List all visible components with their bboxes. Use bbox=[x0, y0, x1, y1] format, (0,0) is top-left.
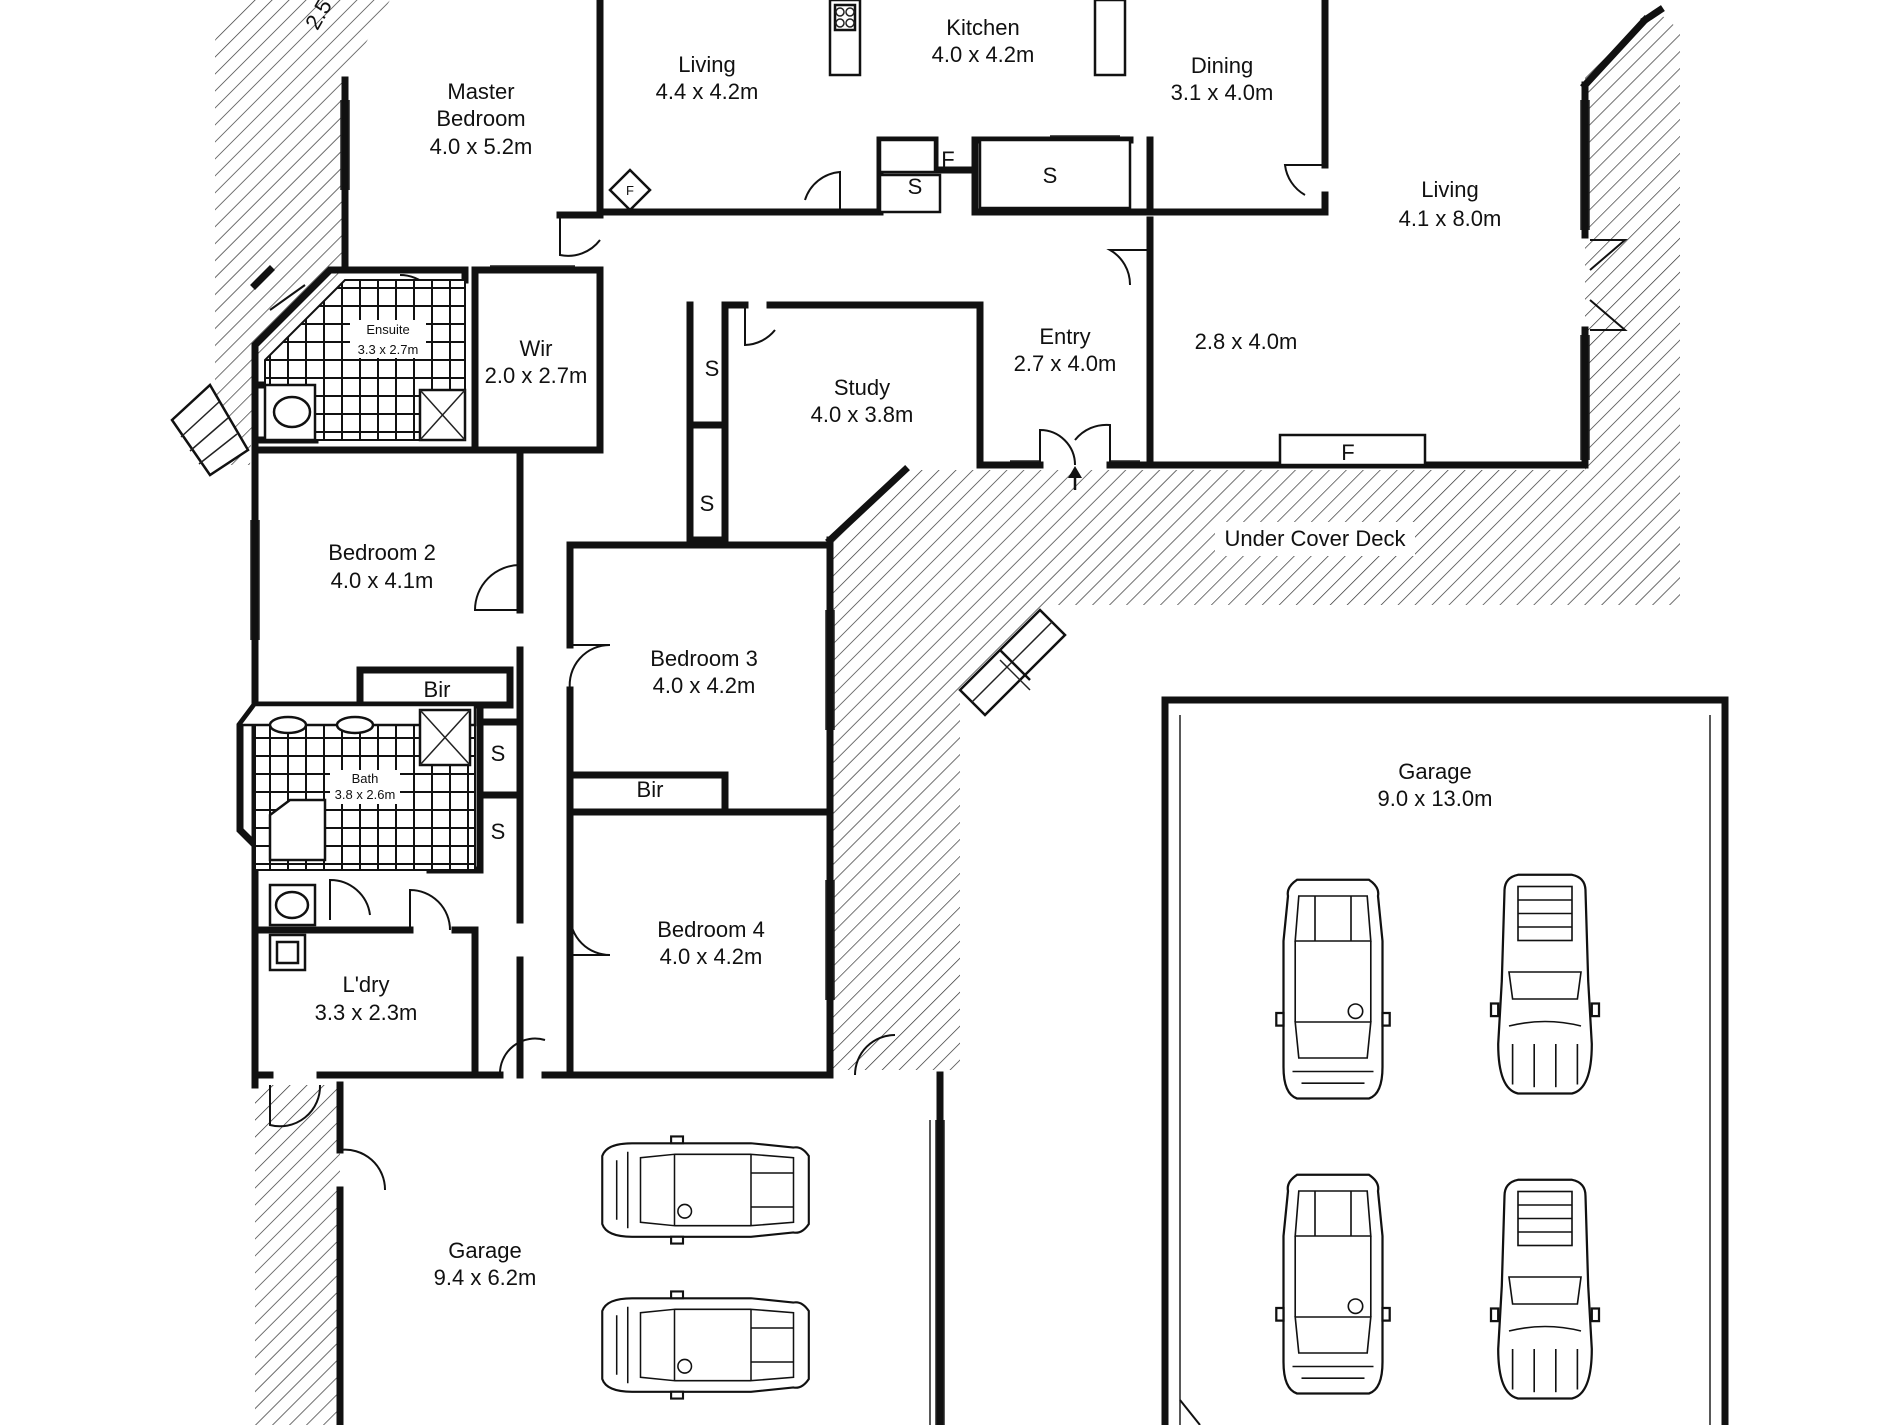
entry-size: 2.7 x 4.0m bbox=[1014, 351, 1117, 376]
bed2-size: 4.0 x 4.1m bbox=[331, 568, 434, 593]
svg-text:S: S bbox=[705, 356, 720, 381]
unnamed-room-size: 2.8 x 4.0m bbox=[1195, 329, 1298, 354]
dining-size: 3.1 x 4.0m bbox=[1171, 80, 1274, 105]
svg-text:S: S bbox=[491, 741, 506, 766]
kitchen-fixtures bbox=[828, 0, 1132, 214]
svg-text:F: F bbox=[941, 147, 954, 172]
car-icon bbox=[601, 1135, 810, 1245]
car-icon bbox=[1275, 878, 1391, 1100]
ensuite-name: Ensuite bbox=[366, 322, 409, 337]
wir-name: Wir bbox=[520, 336, 553, 361]
garage-big-size: 9.0 x 13.0m bbox=[1378, 786, 1493, 811]
svg-text:S: S bbox=[908, 174, 923, 199]
bed3-size: 4.0 x 4.2m bbox=[653, 673, 756, 698]
living-top-size: 4.4 x 4.2m bbox=[656, 79, 759, 104]
wir-size: 2.0 x 2.7m bbox=[485, 363, 588, 388]
living-top-name: Living bbox=[678, 52, 735, 77]
svg-text:Bir: Bir bbox=[424, 677, 451, 702]
entry-arrow-icon bbox=[1068, 466, 1082, 490]
laundry-tub bbox=[268, 933, 307, 972]
deck-steps-left bbox=[170, 383, 250, 477]
garage-small-name: Garage bbox=[448, 1238, 521, 1263]
dining-name: Dining bbox=[1191, 53, 1253, 78]
study-name: Study bbox=[834, 375, 890, 400]
master-size: 4.0 x 5.2m bbox=[430, 134, 533, 159]
master-name-1: Master bbox=[447, 79, 514, 104]
deck-step-arrow-icon bbox=[999, 649, 1031, 681]
deck-left-top bbox=[215, 0, 390, 465]
svg-text:S: S bbox=[1043, 163, 1058, 188]
study-size: 4.0 x 3.8m bbox=[811, 402, 914, 427]
kitchen-size: 4.0 x 4.2m bbox=[932, 42, 1035, 67]
room-labels: Kitchen 4.0 x 4.2m Living 4.4 x 4.2m Din… bbox=[315, 15, 1502, 1290]
bed2-name: Bedroom 2 bbox=[328, 540, 436, 565]
car-icon bbox=[1275, 1173, 1391, 1395]
bath-size: 3.8 x 2.6m bbox=[335, 787, 396, 802]
deck-left-bottom bbox=[255, 1085, 340, 1425]
bed4-name: Bedroom 4 bbox=[657, 917, 765, 942]
kitchen-name: Kitchen bbox=[946, 15, 1019, 40]
svg-text:S: S bbox=[491, 819, 506, 844]
small-garage-walls bbox=[929, 1071, 944, 1425]
car-icon bbox=[1489, 1178, 1601, 1400]
deck-name: Under Cover Deck bbox=[1225, 526, 1407, 551]
master-name-2: Bedroom bbox=[436, 106, 525, 131]
ensuite-size: 3.3 x 2.7m bbox=[358, 342, 419, 357]
living-right-size: 4.1 x 8.0m bbox=[1399, 206, 1502, 231]
garage-big-name: Garage bbox=[1398, 759, 1471, 784]
garage-small-size: 9.4 x 6.2m bbox=[434, 1265, 537, 1290]
svg-text:F: F bbox=[626, 183, 634, 198]
bed4-size: 4.0 x 4.2m bbox=[660, 944, 763, 969]
laundry-name: L'dry bbox=[343, 972, 390, 997]
large-garage-walls bbox=[1161, 696, 1729, 1425]
living-right-name: Living bbox=[1421, 177, 1478, 202]
car-icon bbox=[1489, 873, 1601, 1095]
bath-name: Bath bbox=[352, 771, 379, 786]
svg-text:Bir: Bir bbox=[637, 777, 664, 802]
car-icon bbox=[601, 1290, 810, 1400]
bed3-name: Bedroom 3 bbox=[650, 646, 758, 671]
svg-text:F: F bbox=[1341, 440, 1354, 465]
fireplace-marker-living: F bbox=[608, 168, 652, 212]
laundry-size: 3.3 x 2.3m bbox=[315, 1000, 418, 1025]
svg-text:S: S bbox=[700, 491, 715, 516]
entry-name: Entry bbox=[1039, 324, 1090, 349]
